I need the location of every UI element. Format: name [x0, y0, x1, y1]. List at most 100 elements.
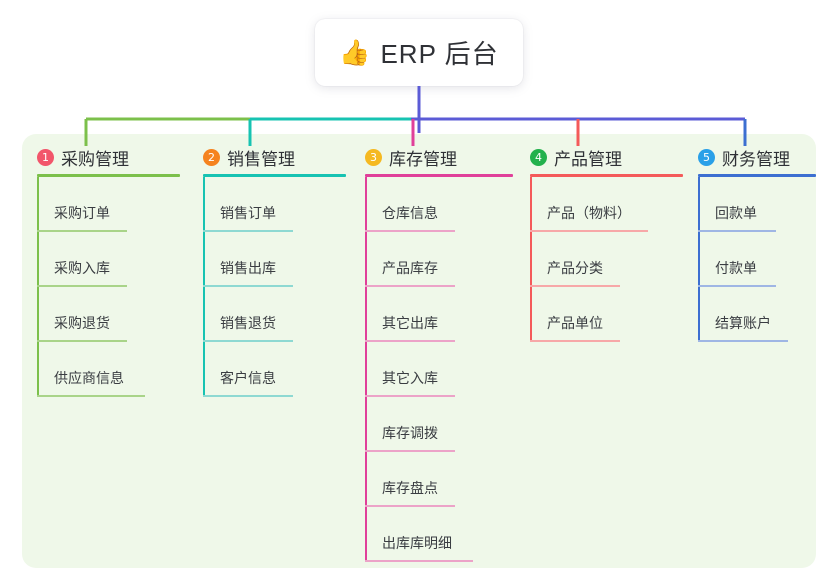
list-item-label: 库存调拨 — [382, 425, 438, 441]
list-item-rule — [698, 230, 776, 232]
list-item-rule — [37, 285, 127, 287]
list-item[interactable]: 结算账户 — [683, 287, 823, 342]
list-item[interactable]: 其它入库 — [350, 342, 520, 397]
list-item[interactable]: 产品（物料） — [515, 177, 690, 232]
list-item-rule — [530, 340, 620, 342]
column-badge-icon: 4 — [530, 148, 547, 166]
column-badge-icon: 5 — [698, 148, 715, 166]
list-item-label: 采购入库 — [54, 260, 110, 276]
column-header-5[interactable]: 5 财务管理 — [683, 146, 823, 169]
list-item-rule — [530, 285, 620, 287]
list-item-rule — [37, 395, 145, 397]
column-spine — [37, 177, 39, 397]
list-item-rule — [530, 230, 648, 232]
list-item-label: 库存盘点 — [382, 480, 438, 496]
list-item[interactable]: 销售订单 — [188, 177, 353, 232]
list-item-rule — [37, 230, 127, 232]
thumbs-up-emoji: 👍 — [339, 39, 371, 67]
list-item-rule — [365, 560, 473, 562]
column-header-1[interactable]: 1 采购管理 — [22, 146, 187, 169]
column-3: 3 库存管理仓库信息产品库存其它出库其它入库库存调拨库存盘点出库库明细 — [350, 146, 520, 562]
column-2: 2 销售管理销售订单销售出库销售退货客户信息 — [188, 146, 353, 397]
list-item[interactable]: 库存盘点 — [350, 452, 520, 507]
list-item[interactable]: 回款单 — [683, 177, 823, 232]
column-header-rule — [203, 174, 346, 177]
list-item-label: 客户信息 — [220, 370, 276, 386]
list-item-label: 其它入库 — [382, 370, 438, 386]
list-item-label: 产品分类 — [547, 260, 603, 276]
list-item[interactable]: 销售退货 — [188, 287, 353, 342]
list-item-label: 产品（物料） — [547, 205, 631, 221]
column-4: 4 产品管理产品（物料） 产品分类产品单位 — [515, 146, 690, 342]
list-item[interactable]: 采购订单 — [22, 177, 187, 232]
list-item-rule — [203, 395, 293, 397]
list-item-label: 产品单位 — [547, 315, 603, 331]
column-badge-icon: 1 — [37, 148, 54, 166]
list-item[interactable]: 采购入库 — [22, 232, 187, 287]
column-item-list: 回款单付款单结算账户 — [683, 177, 823, 342]
list-item-label: 采购订单 — [54, 205, 110, 221]
list-item-rule — [698, 340, 788, 342]
column-1: 1 采购管理采购订单采购入库采购退货供应商信息 — [22, 146, 187, 397]
list-item-label: 仓库信息 — [382, 205, 438, 221]
column-header-2[interactable]: 2 销售管理 — [188, 146, 353, 169]
column-header-rule — [698, 174, 816, 177]
list-item[interactable]: 付款单 — [683, 232, 823, 287]
column-title: 销售管理 — [227, 149, 295, 169]
list-item-rule — [203, 340, 293, 342]
list-item[interactable]: 供应商信息 — [22, 342, 187, 397]
list-item-label: 结算账户 — [715, 315, 771, 331]
list-item-label: 其它出库 — [382, 315, 438, 331]
list-item-label: 销售订单 — [220, 205, 276, 221]
column-header-4[interactable]: 4 产品管理 — [515, 146, 690, 169]
column-item-list: 采购订单采购入库采购退货供应商信息 — [22, 177, 187, 397]
list-item-label: 出库库明细 — [382, 535, 452, 551]
list-item-rule — [365, 230, 455, 232]
list-item-label: 采购退货 — [54, 315, 110, 331]
column-item-list: 仓库信息产品库存其它出库其它入库库存调拨库存盘点出库库明细 — [350, 177, 520, 562]
list-item-rule — [365, 340, 455, 342]
list-item[interactable]: 产品分类 — [515, 232, 690, 287]
list-item[interactable]: 产品库存 — [350, 232, 520, 287]
list-item-rule — [698, 285, 776, 287]
column-badge-icon: 2 — [203, 148, 220, 166]
column-spine — [698, 177, 700, 342]
column-item-list: 销售订单销售出库销售退货客户信息 — [188, 177, 353, 397]
page-title: ERP 后台 — [380, 39, 499, 69]
list-item-rule — [203, 285, 293, 287]
column-spine — [365, 177, 367, 562]
column-5: 5 财务管理回款单付款单结算账户 — [683, 146, 823, 342]
root-node-card[interactable]: 👍 ERP 后台 — [315, 19, 523, 86]
list-item-label: 回款单 — [715, 205, 757, 221]
list-item-label: 销售退货 — [220, 315, 276, 331]
list-item[interactable]: 采购退货 — [22, 287, 187, 342]
list-item-label: 供应商信息 — [54, 370, 124, 386]
list-item-label: 付款单 — [715, 260, 757, 276]
list-item[interactable]: 库存调拨 — [350, 397, 520, 452]
list-item-rule — [37, 340, 127, 342]
list-item[interactable]: 产品单位 — [515, 287, 690, 342]
list-item-rule — [365, 395, 455, 397]
list-item[interactable]: 仓库信息 — [350, 177, 520, 232]
list-item[interactable]: 出库库明细 — [350, 507, 520, 562]
column-header-3[interactable]: 3 库存管理 — [350, 146, 520, 169]
list-item-label: 产品库存 — [382, 260, 438, 276]
list-item-rule — [365, 450, 455, 452]
list-item-rule — [203, 230, 293, 232]
column-badge-icon: 3 — [365, 148, 382, 166]
list-item-rule — [365, 285, 455, 287]
column-spine — [530, 177, 532, 342]
column-item-list: 产品（物料） 产品分类产品单位 — [515, 177, 690, 342]
column-title: 财务管理 — [722, 149, 790, 169]
column-spine — [203, 177, 205, 397]
list-item[interactable]: 客户信息 — [188, 342, 353, 397]
list-item-rule — [365, 505, 455, 507]
column-header-rule — [530, 174, 683, 177]
list-item[interactable]: 其它出库 — [350, 287, 520, 342]
column-title: 采购管理 — [61, 149, 129, 169]
column-title: 库存管理 — [389, 149, 457, 169]
column-title: 产品管理 — [554, 149, 622, 169]
column-header-rule — [37, 174, 180, 177]
list-item[interactable]: 销售出库 — [188, 232, 353, 287]
